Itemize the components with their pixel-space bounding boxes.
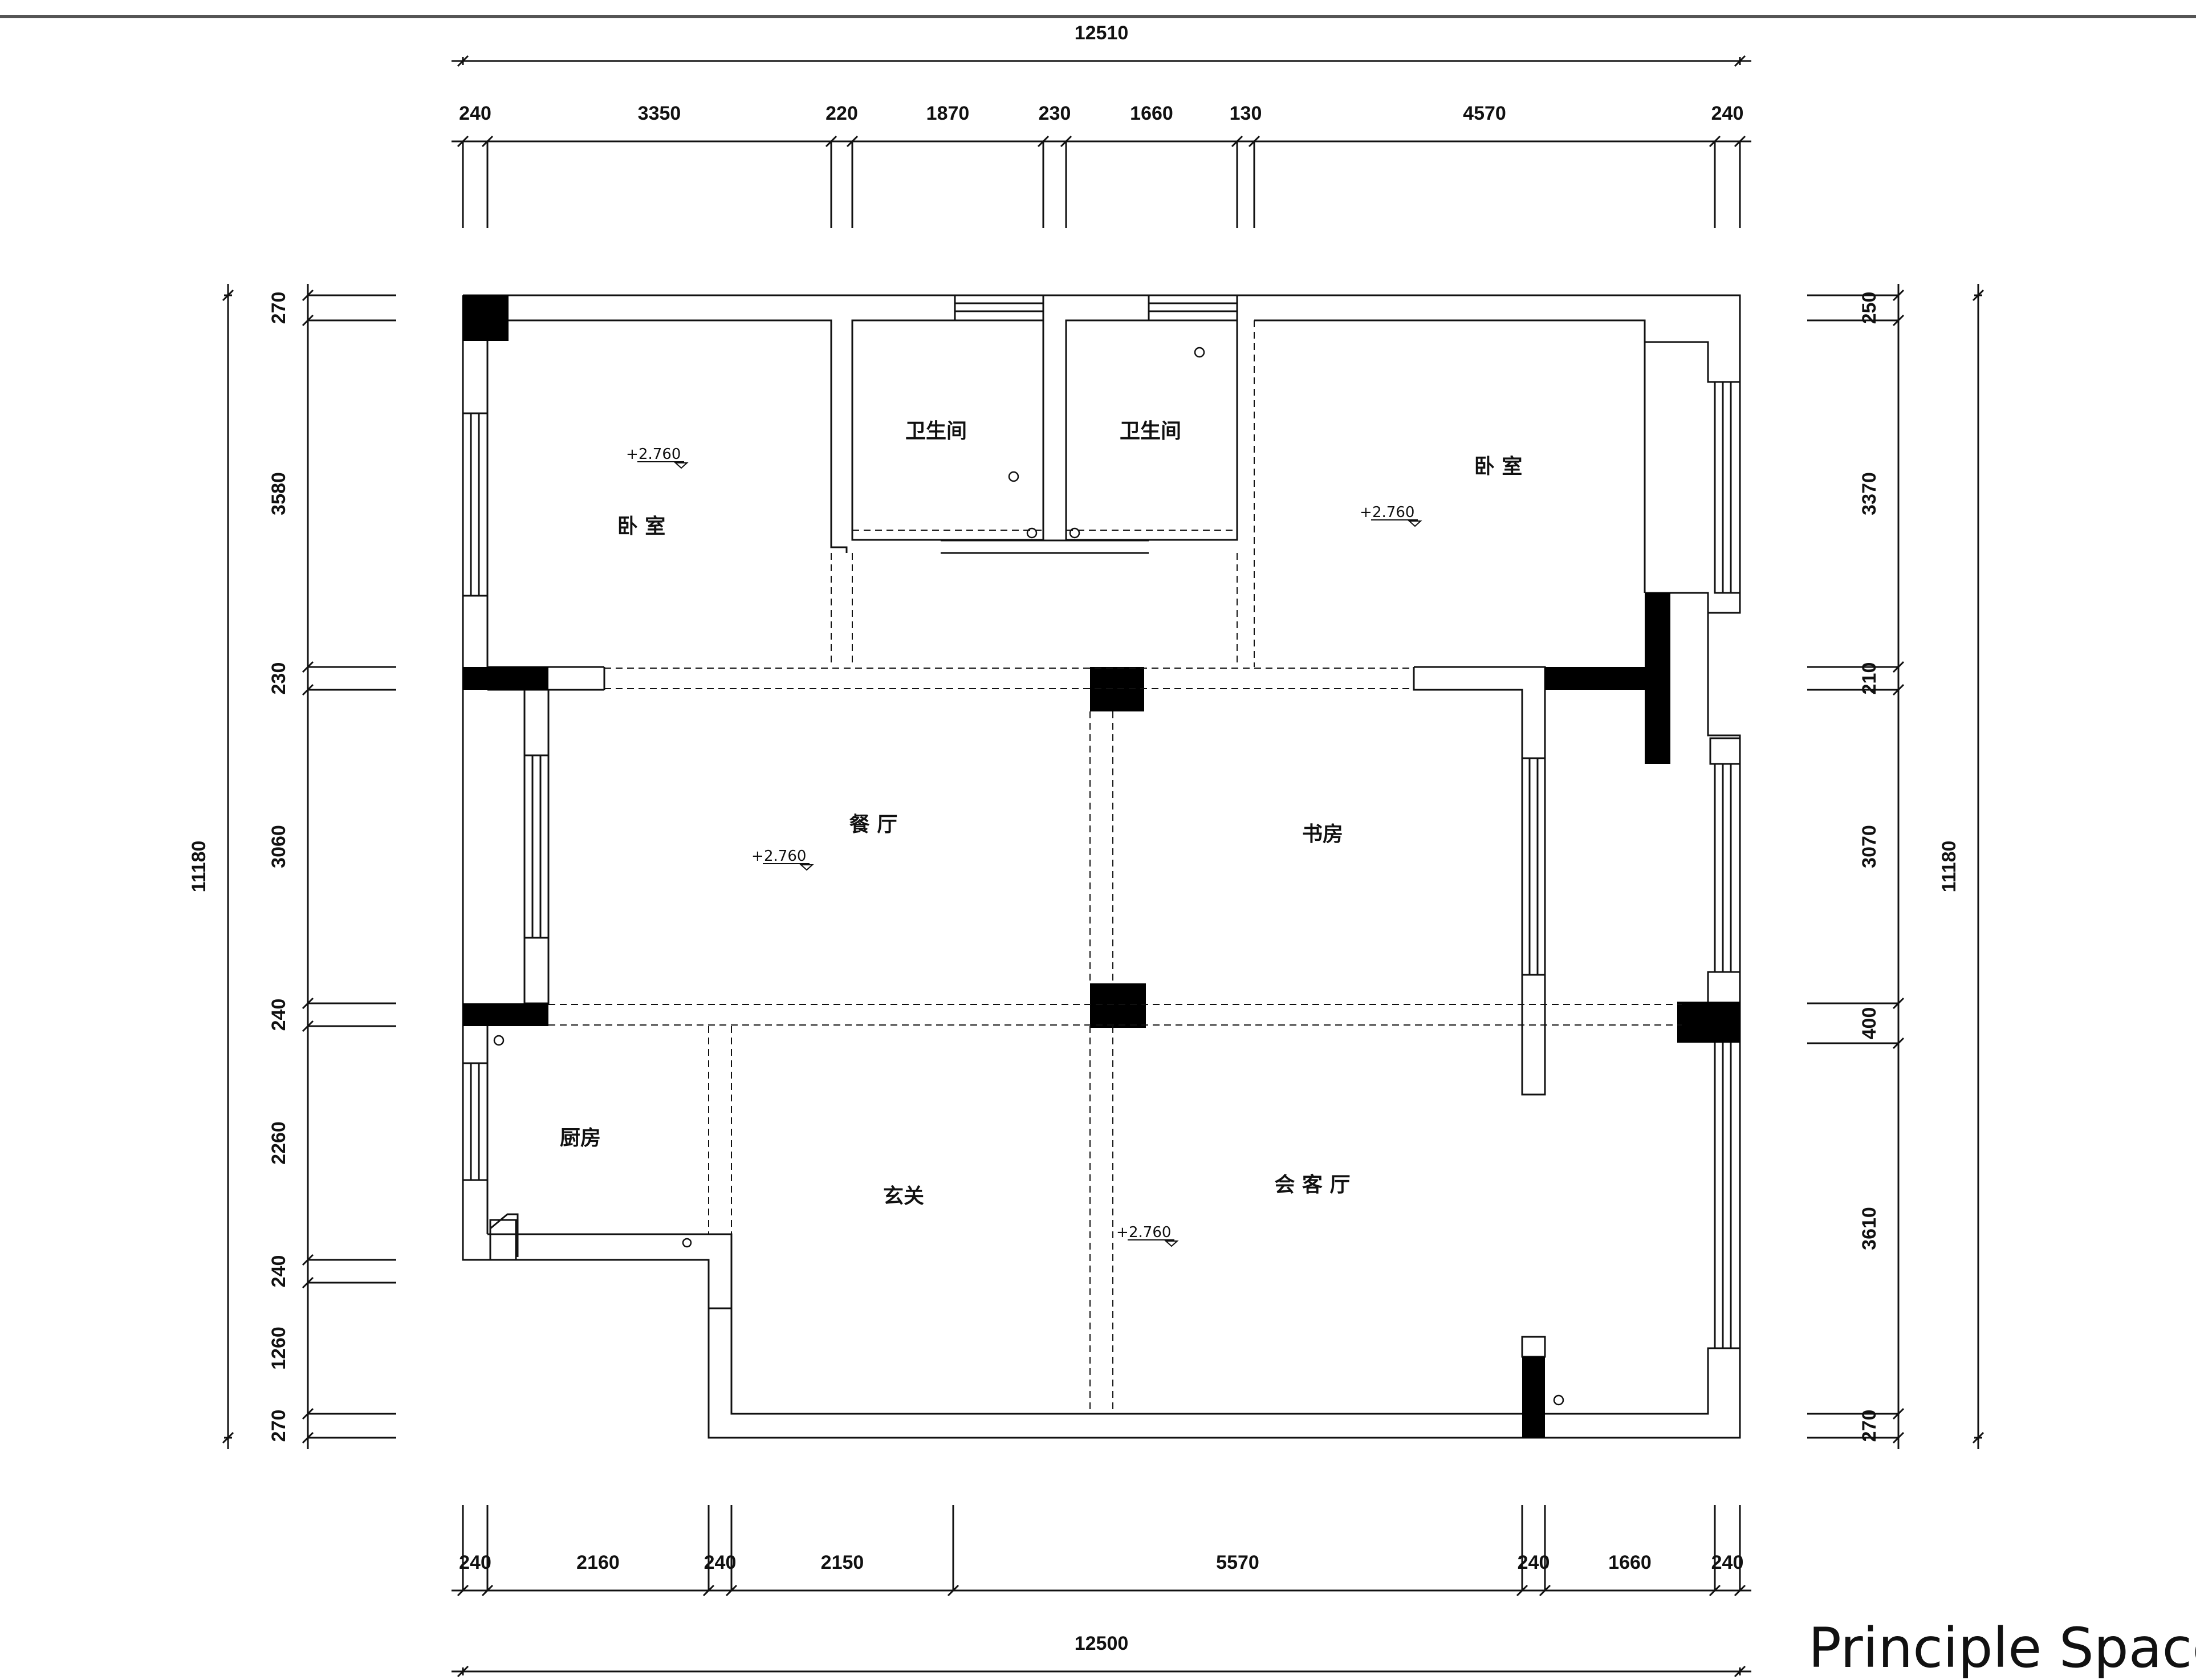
dimension-label: 3370 <box>1859 472 1880 515</box>
elevation-value: 2.760 <box>1372 504 1414 521</box>
dimension-label: 3070 <box>1859 825 1880 868</box>
dimension-label: 400 <box>1859 1007 1880 1040</box>
dimension-label: 3060 <box>268 825 290 868</box>
elevation-sign: + <box>626 446 639 463</box>
dimension-label: 5570 <box>1216 1552 1259 1573</box>
structural-columns <box>463 295 1740 1438</box>
dimension-labels: 12510 240 3350 220 1870 230 1660 130 4570 240 240 2… <box>188 22 1960 1654</box>
dimension-label: 270 <box>268 292 290 324</box>
dimension-label: 270 <box>1859 1410 1880 1442</box>
dimension-label: 2150 <box>821 1552 864 1573</box>
elevation-marker: + 2.760 <box>626 446 689 469</box>
dimension-label: 3350 <box>638 103 681 124</box>
dimension-label: 240 <box>1711 1552 1744 1573</box>
brand-caption: Principle Space <box>1808 1616 2196 1680</box>
dimension-label: 130 <box>1230 103 1262 124</box>
elevation-value: 2.760 <box>639 446 681 463</box>
dimension-label: 2260 <box>268 1121 290 1165</box>
room-label-dining: 餐 厅 <box>849 813 898 836</box>
dashed-lines <box>548 320 1682 1414</box>
room-label-bedroom-left: 卧 室 <box>617 515 666 538</box>
dimension-label: 1660 <box>1130 103 1173 124</box>
room-label-bedroom-right: 卧 室 <box>1474 455 1523 478</box>
dimension-label: 240 <box>704 1552 737 1573</box>
dimension-label: 230 <box>1039 103 1071 124</box>
elevation-marker: + 2.760 <box>1116 1224 1179 1247</box>
elevation-sign: + <box>1116 1224 1129 1241</box>
dimension-label: 240 <box>1711 103 1744 124</box>
room-label-bathroom-2: 卫生间 <box>1120 420 1181 443</box>
room-label-living: 会 客 厅 <box>1274 1173 1350 1197</box>
dimension-label: 3610 <box>1859 1207 1880 1250</box>
dimension-label: 270 <box>268 1410 290 1442</box>
room-label-bathroom-1: 卫生间 <box>905 420 967 443</box>
elevation-sign: + <box>1360 504 1372 521</box>
elevation-sign: + <box>751 848 764 865</box>
dimension-label: 1660 <box>1608 1552 1652 1573</box>
walls <box>462 294 1741 1439</box>
dimension-label: 240 <box>459 1552 491 1573</box>
room-label-study: 书房 <box>1302 823 1343 846</box>
elevation-value: 2.760 <box>764 848 806 865</box>
dimension-label: 2160 <box>576 1552 620 1573</box>
dimension-label: 11180 <box>1938 841 1960 893</box>
dimension-label: 11180 <box>188 841 210 893</box>
dimension-label: 3580 <box>268 472 290 515</box>
dimension-label: 240 <box>1518 1552 1550 1573</box>
dimension-lines <box>222 55 1984 1678</box>
dimension-label: 12510 <box>1075 22 1129 44</box>
dimension-label: 4570 <box>1463 103 1506 124</box>
dimension-label: 250 <box>1859 292 1880 324</box>
dimension-label: 240 <box>459 103 491 124</box>
fixture-circles <box>493 347 1564 1406</box>
dimension-label: 1260 <box>268 1327 290 1370</box>
dimension-label: 230 <box>268 662 290 695</box>
frame-top-line <box>0 15 2196 18</box>
elevation-marker: + 2.760 <box>1360 504 1422 527</box>
room-label-kitchen: 厨房 <box>560 1126 601 1150</box>
dimension-label: 210 <box>1859 662 1880 695</box>
dimension-label: 12500 <box>1075 1633 1129 1654</box>
dimension-label: 1870 <box>926 103 970 124</box>
dimension-label: 240 <box>268 1255 290 1288</box>
elevation-marker: + 2.760 <box>751 848 814 871</box>
dimension-label: 240 <box>268 999 290 1031</box>
room-label-foyer: 玄关 <box>883 1185 924 1208</box>
dimension-label: 220 <box>825 103 858 124</box>
elevation-value: 2.760 <box>1129 1224 1171 1241</box>
